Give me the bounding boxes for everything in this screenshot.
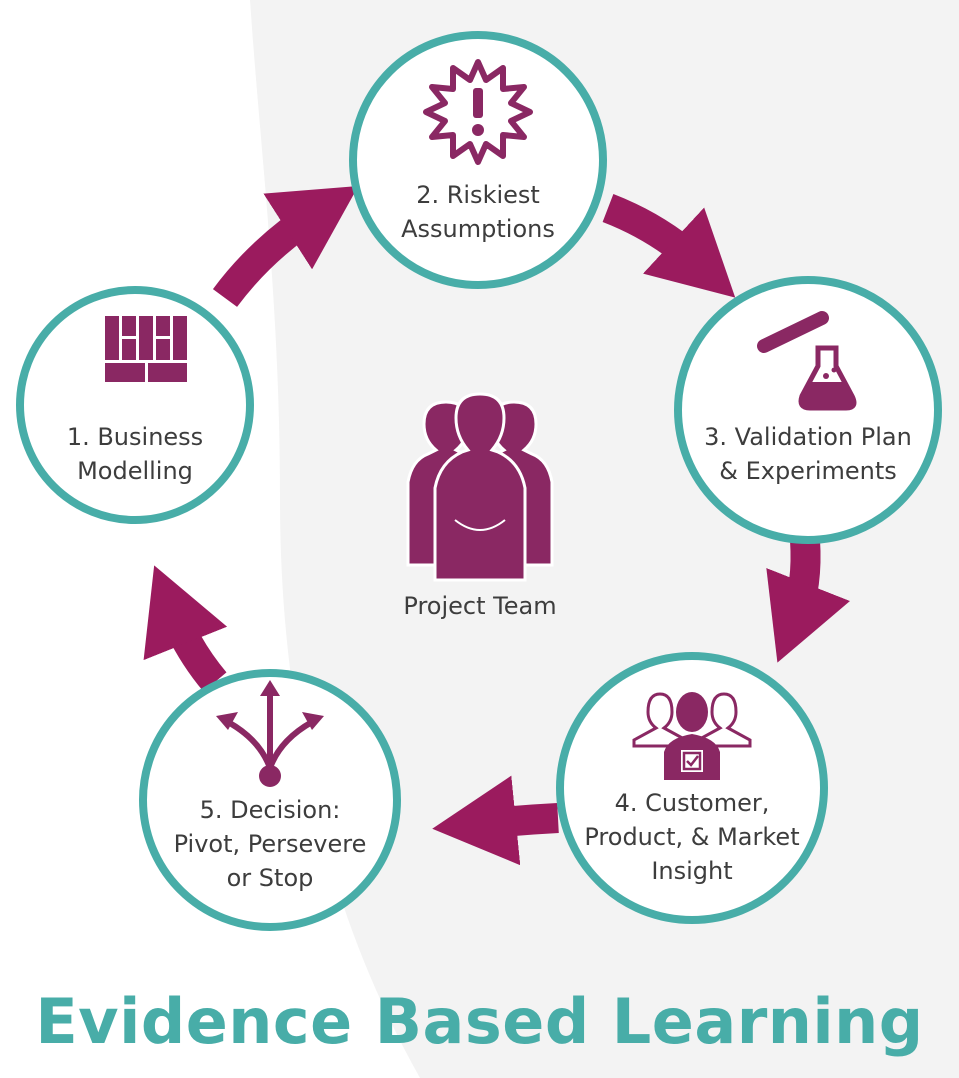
- step-5-circle: [139, 669, 401, 931]
- page-title: Evidence Based Learning: [35, 985, 924, 1058]
- split-arrows-icon: [216, 680, 324, 787]
- alert-burst-icon: [423, 59, 533, 165]
- step-5-line1: 5. Decision:: [199, 796, 341, 824]
- step-2-line1: 2. Riskiest: [416, 181, 540, 209]
- step-5-label: 5. Decision: Pivot, Persevere or Stop: [160, 793, 380, 895]
- arrow-5-to-1: [143, 565, 228, 692]
- step-4-line2: Product, & Market: [584, 823, 800, 851]
- step-3-line2: & Experiments: [719, 457, 897, 485]
- business-model-canvas-icon: [105, 316, 187, 382]
- arrow-2-to-3: [602, 194, 736, 298]
- arrow-4-to-5: [432, 775, 559, 866]
- customer-insight-icon: [632, 692, 752, 780]
- lab-flask-icon: [757, 311, 857, 411]
- step-1-line1: 1. Business: [66, 423, 204, 451]
- step-1-label: 1. Business Modelling: [35, 420, 235, 488]
- arrow-1-to-2: [212, 186, 359, 308]
- arrow-3-to-4: [766, 539, 851, 663]
- step-4-line1: 4. Customer,: [614, 789, 770, 817]
- step-2-label: 2. Riskiest Assumptions: [378, 178, 578, 246]
- step-1-line2: Modelling: [77, 457, 193, 485]
- step-5-line3: or Stop: [226, 864, 314, 892]
- step-3-label: 3. Validation Plan & Experiments: [688, 420, 928, 488]
- step-5-line2: Pivot, Persevere: [173, 830, 367, 858]
- step-3-line1: 3. Validation Plan: [704, 423, 912, 451]
- step-2-line2: Assumptions: [401, 215, 555, 243]
- step-4-circle: [556, 652, 828, 924]
- project-team-label: Project Team: [403, 592, 557, 620]
- step-4-label: 4. Customer, Product, & Market Insight: [578, 786, 806, 888]
- project-team-icon: [406, 392, 554, 582]
- step-1-circle: [16, 286, 254, 524]
- step-4-line3: Insight: [651, 857, 733, 885]
